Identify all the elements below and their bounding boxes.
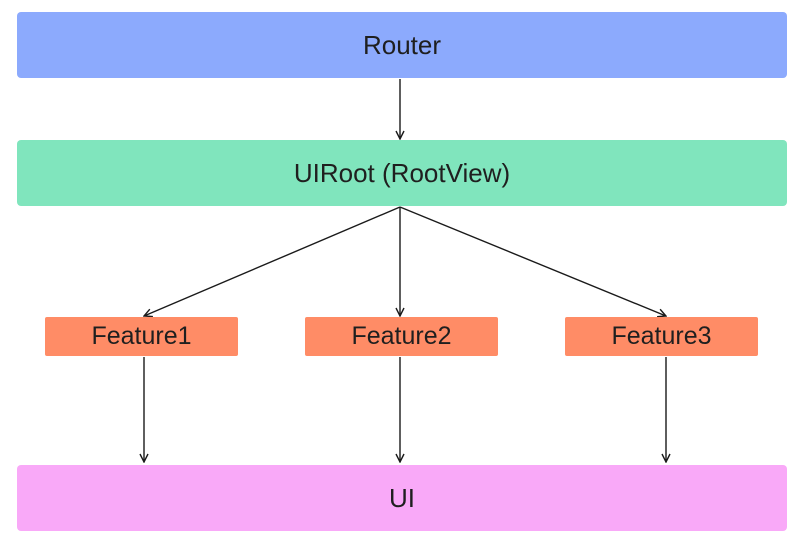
feature1-node: Feature1 bbox=[45, 317, 238, 356]
feature2-label: Feature2 bbox=[351, 322, 452, 350]
ui-label: UI bbox=[389, 482, 415, 513]
feature3-label: Feature3 bbox=[611, 322, 712, 350]
uiroot-node: UIRoot (RootView) bbox=[17, 140, 787, 206]
edge-uiroot-feature3 bbox=[399, 206, 666, 316]
router-label: Router bbox=[362, 29, 442, 60]
feature2-node: Feature2 bbox=[305, 317, 498, 356]
feature1-label: Feature1 bbox=[91, 322, 192, 350]
edge-uiroot-feature1 bbox=[144, 206, 401, 316]
router-node: Router bbox=[17, 12, 787, 78]
uiroot-label: UIRoot (RootView) bbox=[293, 157, 511, 188]
ui-node: UI bbox=[17, 465, 787, 531]
feature3-node: Feature3 bbox=[565, 317, 758, 356]
